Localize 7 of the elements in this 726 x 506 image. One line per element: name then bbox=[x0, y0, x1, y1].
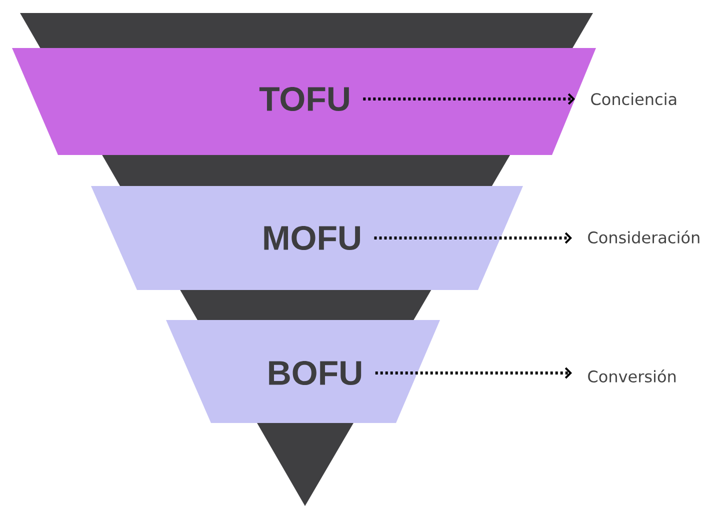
stage-label: Consideración bbox=[588, 230, 700, 244]
arrow bbox=[374, 232, 572, 244]
funnel-band: BOFU bbox=[166, 320, 440, 423]
arrow bbox=[363, 93, 575, 105]
funnel-band: MOFU bbox=[91, 186, 523, 290]
arrow bbox=[375, 367, 572, 379]
stage-label: Conversión bbox=[588, 369, 676, 382]
